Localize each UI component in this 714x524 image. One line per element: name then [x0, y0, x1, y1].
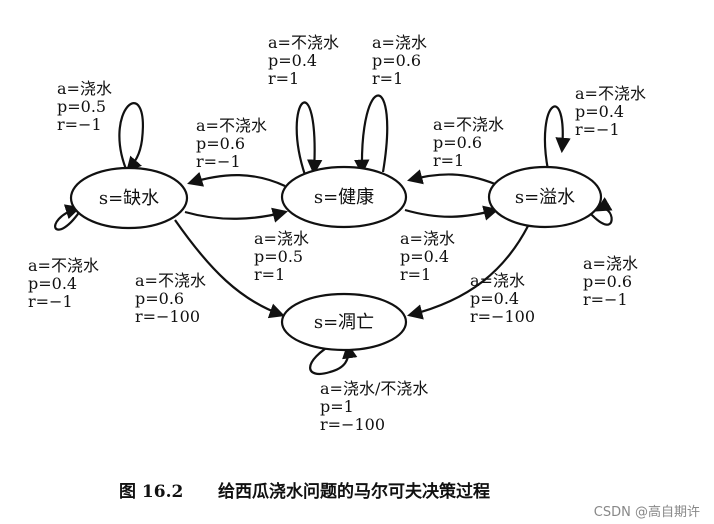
edge-dead-self	[309, 341, 358, 375]
label-lack-self-water: a=浇水 p=0.5 r=−1	[57, 79, 117, 134]
state-label-overflow: s=溢水	[515, 187, 575, 208]
label-healthy-to-lack: a=不浇水 p=0.6 r=−1	[196, 116, 272, 171]
label-healthy-to-overflow: a=浇水 p=0.4 r=1	[400, 229, 460, 284]
edge-healthy-to-overflow	[404, 205, 499, 221]
figure-caption: 图 16.2 给西瓜浇水问题的马尔可夫决策过程	[119, 481, 490, 502]
state-node-healthy	[280, 165, 408, 229]
edge-lack-to-healthy	[184, 207, 288, 223]
nodes: s=缺水 s=健康 s=溢水 s=凋亡	[69, 165, 603, 352]
label-overflow-to-healthy: a=不浇水 p=0.6 r=1	[433, 115, 509, 170]
watermark: CSDN @高自期许	[594, 504, 700, 520]
edge-lack-self-water	[118, 102, 144, 175]
edge-healthy-to-lack	[187, 171, 286, 187]
state-label-dead: s=凋亡	[314, 312, 374, 333]
edge-healthy-self-water	[354, 94, 389, 176]
label-lack-to-healthy: a=浇水 p=0.5 r=1	[254, 229, 314, 284]
edges	[54, 94, 613, 375]
edge-lack-to-dead	[174, 219, 285, 319]
label-overflow-to-dead: a=浇水 p=0.4 r=−100	[470, 271, 535, 326]
edge-overflow-to-healthy	[407, 169, 496, 186]
edge-lack-self-nowater	[54, 204, 83, 231]
state-label-healthy: s=健康	[314, 187, 374, 208]
state-node-dead	[280, 292, 408, 352]
label-lack-to-dead: a=不浇水 p=0.6 r=−100	[135, 271, 211, 326]
edge-overflow-self-water	[589, 197, 613, 226]
label-overflow-self-nowater: a=不浇水 p=0.4 r=−1	[575, 84, 651, 139]
edge-labels: a=浇水 p=0.5 r=−1 a=不浇水 p=0.4 r=−1 a=不浇水 p…	[28, 33, 651, 434]
label-healthy-self-water: a=浇水 p=0.6 r=1	[372, 33, 432, 88]
edge-overflow-self-nowater	[543, 105, 571, 171]
state-node-overflow	[487, 165, 603, 229]
label-overflow-self-water: a=浇水 p=0.6 r=−1	[583, 254, 643, 309]
caption-number: 图 16.2	[119, 482, 183, 502]
caption-text: 给西瓜浇水问题的马尔可夫决策过程	[218, 481, 490, 502]
label-healthy-self-nowater: a=不浇水 p=0.4 r=1	[268, 33, 344, 88]
edge-healthy-self-nowater	[295, 101, 323, 176]
edge-overflow-to-dead	[407, 225, 529, 320]
state-label-lack: s=缺水	[99, 188, 159, 209]
label-dead-self: a=浇水/不浇水 p=1 r=−100	[320, 379, 433, 434]
label-lack-self-nowater: a=不浇水 p=0.4 r=−1	[28, 256, 104, 311]
state-node-lack	[69, 166, 189, 230]
